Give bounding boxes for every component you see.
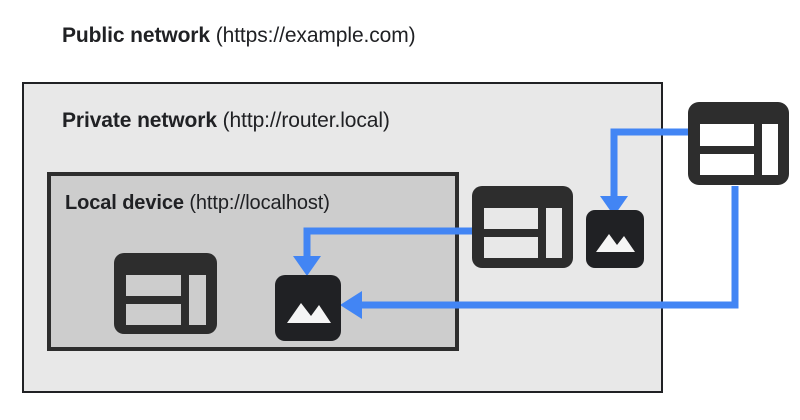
public-network-label: Public network (https://example.com) xyxy=(62,24,416,48)
browser-window-icon xyxy=(472,186,573,268)
image-icon xyxy=(275,275,341,341)
local-device-label: Local device (http://localhost) xyxy=(65,191,330,215)
public-network-url: (https://example.com) xyxy=(215,24,416,47)
browser-window-icon xyxy=(688,102,789,185)
public-network-name: Public network xyxy=(62,24,210,47)
private-network-label: Private network (http://router.local) xyxy=(62,109,390,133)
local-device-url: (http://localhost) xyxy=(189,192,330,214)
browser-window-icon xyxy=(114,253,217,334)
image-icon xyxy=(586,210,644,268)
private-network-name: Private network xyxy=(62,109,217,132)
local-device-name: Local device xyxy=(65,192,184,214)
private-network-url: (http://router.local) xyxy=(222,109,390,132)
